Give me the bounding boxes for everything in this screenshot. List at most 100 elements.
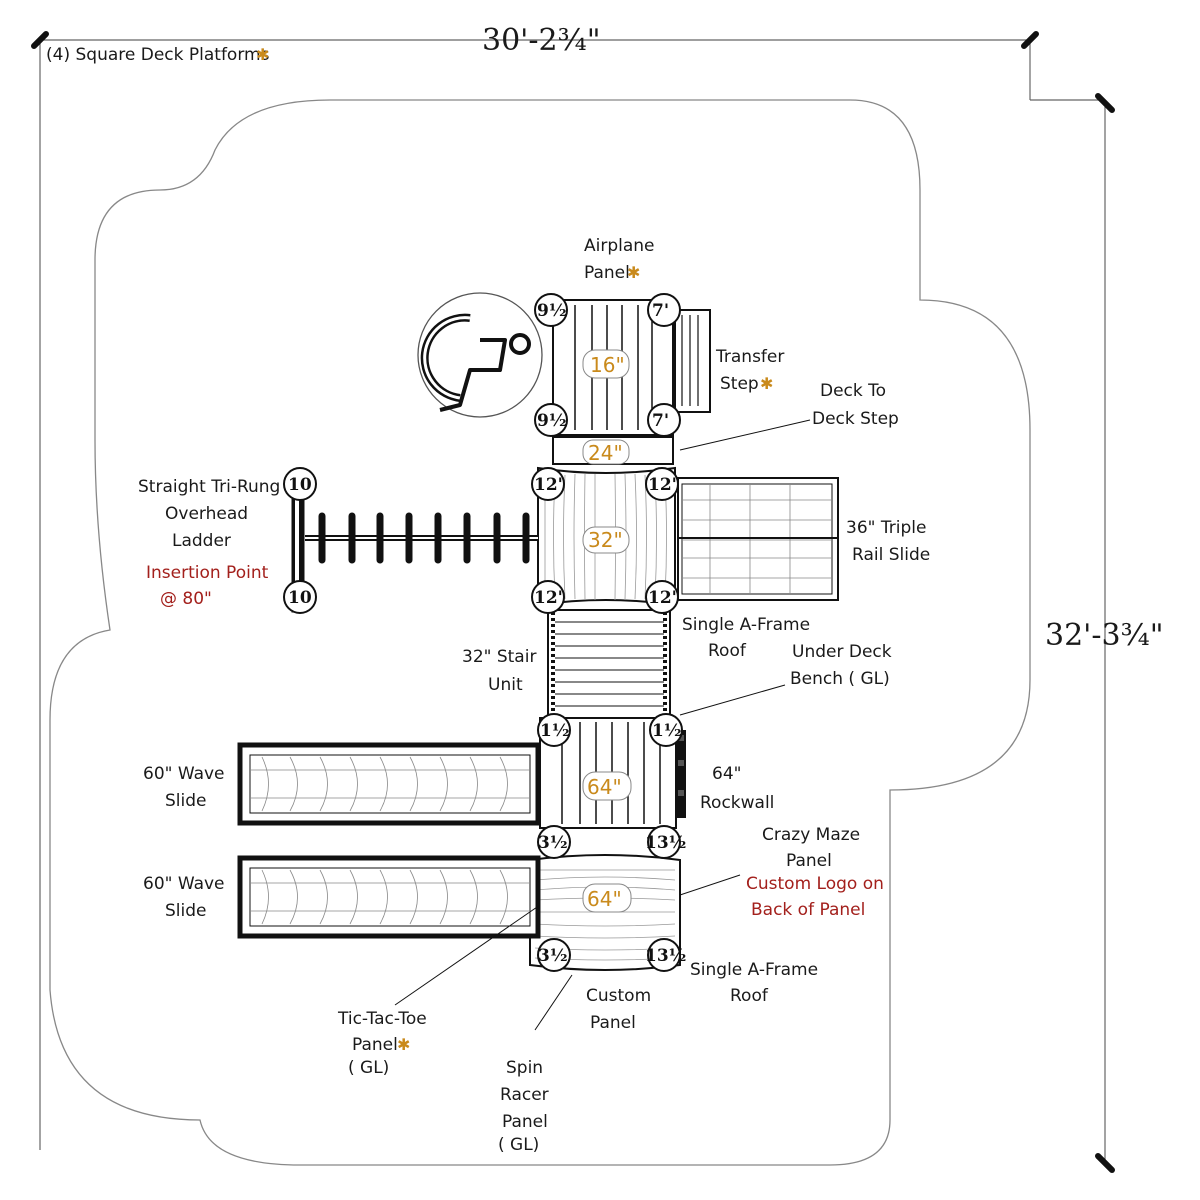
svg-text:7': 7' bbox=[652, 301, 669, 321]
deck-64-lower: 64" bbox=[529, 854, 681, 971]
deck-height-label: 64" bbox=[587, 887, 622, 911]
spin-racer-label-1: Spin bbox=[506, 1058, 543, 1078]
svg-text:12': 12' bbox=[534, 588, 563, 608]
svg-text:9½: 9½ bbox=[537, 411, 567, 431]
ladder-label-3: Ladder bbox=[172, 531, 231, 551]
post-top-left-2: 9½ bbox=[534, 403, 568, 437]
post-lower-right: 1½ bbox=[649, 713, 683, 747]
post-top-right-2: 7' bbox=[647, 403, 681, 437]
star-marker-icon: ✱ bbox=[627, 263, 640, 282]
stair-unit bbox=[547, 609, 671, 719]
deck-height-label: 64" bbox=[587, 775, 622, 799]
bench-label-2: Bench ( GL) bbox=[790, 669, 890, 689]
transfer-step bbox=[674, 309, 711, 413]
insertion-point-label-1: Insertion Point bbox=[146, 563, 269, 583]
crazy-maze-label-2: Panel bbox=[786, 851, 832, 871]
svg-text:1½: 1½ bbox=[652, 721, 682, 741]
custom-logo-label-1: Custom Logo on bbox=[746, 874, 884, 894]
deck-step-24: 24" bbox=[552, 436, 674, 465]
dimension-ticks bbox=[31, 31, 1115, 1173]
star-marker-icon: ✱ bbox=[397, 1035, 410, 1054]
deck-height-label: 16" bbox=[590, 353, 625, 377]
wheelchair-icon bbox=[420, 313, 531, 412]
rockwall bbox=[676, 730, 686, 818]
a-frame-roof-2-label-2: Roof bbox=[730, 986, 769, 1006]
tic-tac-toe-label-1: Tic-Tac-Toe bbox=[337, 1009, 427, 1029]
post-ladder-top: 10 bbox=[283, 467, 317, 501]
a-frame-roof-2-label-1: Single A-Frame bbox=[690, 960, 818, 980]
post-top-right: 7' bbox=[647, 293, 681, 327]
overhead-ladder bbox=[291, 479, 538, 613]
deck-height-label: 24" bbox=[588, 441, 623, 465]
spin-racer-label-3: Panel bbox=[502, 1112, 548, 1132]
airplane-panel-label-1: Airplane bbox=[584, 236, 655, 256]
a-frame-roof-label-1: Single A-Frame bbox=[682, 615, 810, 635]
post-upper-right: 12' bbox=[645, 467, 679, 501]
wave-slide-2-label-2: Slide bbox=[165, 901, 207, 921]
transfer-step-label-1: Transfer bbox=[715, 347, 784, 367]
stair-unit-label-2: Unit bbox=[488, 675, 523, 695]
svg-text:3½: 3½ bbox=[538, 946, 568, 966]
wave-slide-label-2: Slide bbox=[165, 791, 207, 811]
triple-slide-label-2: Rail Slide bbox=[852, 545, 930, 565]
spin-racer-label-4: ( GL) bbox=[498, 1135, 539, 1155]
ladder-label-1: Straight Tri-Rung bbox=[138, 477, 280, 497]
deck-height-label: 32" bbox=[588, 528, 623, 552]
depth-dimension: 32'-3¾" bbox=[1045, 618, 1164, 653]
triple-slide-label-1: 36" Triple bbox=[846, 518, 926, 538]
custom-panel-label-1: Custom bbox=[586, 986, 651, 1006]
safety-zone-outline bbox=[49, 99, 1031, 1166]
wave-slide-lower bbox=[237, 855, 541, 939]
rockwall-label-2: Rockwall bbox=[700, 793, 774, 813]
svg-text:13½: 13½ bbox=[645, 946, 686, 966]
post-bottom-right: 13½ bbox=[645, 938, 686, 972]
labels: Airplane Panel ✱ Transfer Step ✱ Deck To… bbox=[138, 236, 930, 1155]
svg-text:12': 12' bbox=[648, 588, 677, 608]
post-mid-right: 13½ bbox=[645, 825, 686, 859]
svg-text:9½: 9½ bbox=[537, 301, 567, 321]
post-upper-right-2: 12' bbox=[645, 580, 679, 614]
bench-label-1: Under Deck bbox=[792, 642, 892, 662]
post-bottom-left: 3½ bbox=[537, 938, 571, 972]
insertion-point-label-2: @ 80" bbox=[160, 589, 212, 609]
dimension-frame bbox=[39, 39, 1106, 1160]
svg-text:3½: 3½ bbox=[538, 833, 568, 853]
post-upper-left-2: 12' bbox=[531, 580, 565, 614]
deck-step-label-2: Deck Step bbox=[812, 409, 899, 429]
spin-racer-label-2: Racer bbox=[500, 1085, 549, 1105]
crazy-maze-label-1: Crazy Maze bbox=[762, 825, 860, 845]
post-mid-left: 3½ bbox=[537, 825, 571, 859]
leader-lines bbox=[394, 419, 811, 1031]
svg-text:7': 7' bbox=[652, 411, 669, 431]
triple-rail-slide bbox=[677, 477, 839, 601]
svg-text:1½: 1½ bbox=[540, 721, 570, 741]
airplane-panel-label-2: Panel bbox=[584, 263, 630, 283]
a-frame-roof-label-2: Roof bbox=[708, 641, 747, 661]
svg-text:12': 12' bbox=[534, 475, 563, 495]
wave-slide-2-label-1: 60" Wave bbox=[143, 874, 225, 894]
svg-text:13½: 13½ bbox=[645, 833, 686, 853]
svg-text:10: 10 bbox=[288, 475, 312, 495]
ladder-label-2: Overhead bbox=[165, 504, 248, 524]
deck-step-label-1: Deck To bbox=[820, 381, 886, 401]
star-marker-icon: ✱ bbox=[760, 374, 773, 393]
width-dimension: 30'-2¾" bbox=[482, 23, 601, 58]
custom-panel-label-2: Panel bbox=[590, 1013, 636, 1033]
post-upper-left: 12' bbox=[531, 467, 565, 501]
accessibility-zone bbox=[417, 292, 543, 418]
post-top-left: 9½ bbox=[534, 293, 568, 327]
deck-platforms-note: (4) Square Deck Platforms bbox=[46, 45, 270, 65]
stair-unit-label-1: 32" Stair bbox=[462, 647, 536, 667]
tic-tac-toe-label-3: ( GL) bbox=[348, 1058, 389, 1078]
rockwall-label-1: 64" bbox=[712, 764, 741, 784]
post-ladder-bottom: 10 bbox=[283, 580, 317, 614]
transfer-step-label-2: Step bbox=[720, 374, 759, 394]
post-markers: 9½ 7' 9½ 7' 12' 12' 12' 12' 10 10 1½ 1½ … bbox=[283, 293, 686, 972]
wave-slide-label-1: 60" Wave bbox=[143, 764, 225, 784]
star-marker-icon: ✱ bbox=[256, 45, 269, 64]
svg-text:10: 10 bbox=[288, 588, 312, 608]
wave-slide-upper bbox=[237, 742, 541, 826]
tic-tac-toe-label-2: Panel bbox=[352, 1035, 398, 1055]
